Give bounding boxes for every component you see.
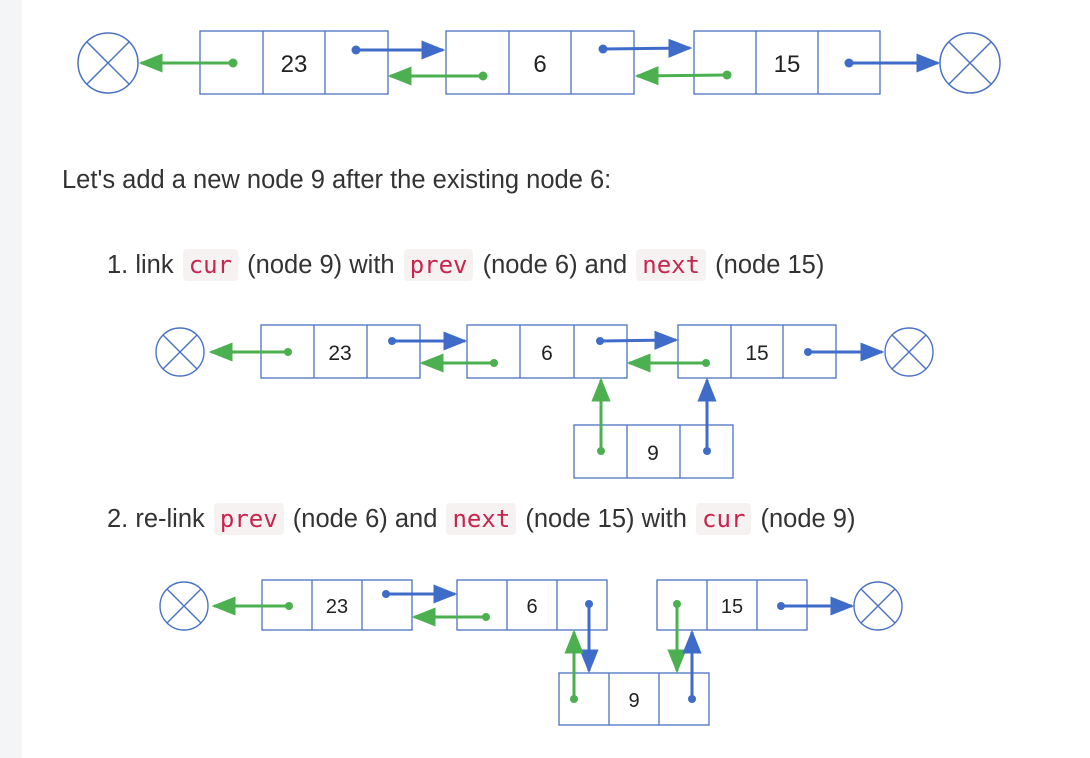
node-value-9: 9 <box>628 690 639 712</box>
code-prev: prev <box>403 249 474 281</box>
step-2-prev-note: (node 6) and <box>292 505 438 533</box>
code-next: next <box>446 503 517 535</box>
cur-next-pointer-arrow <box>697 377 717 455</box>
node-value-6: 6 <box>541 342 553 365</box>
node-value-15: 15 <box>774 51 801 78</box>
diagram-initial: 23 6 15 <box>77 30 1001 95</box>
new-node-9 <box>558 672 710 726</box>
prev-pointer-arrow <box>411 607 490 627</box>
prev-pointer-arrow <box>208 342 292 362</box>
prev-pointer-arrow <box>626 353 710 373</box>
node-value-15: 15 <box>721 596 743 618</box>
code-cur: cur <box>696 503 752 535</box>
next-pointer-arrow <box>351 40 446 60</box>
code-next: next <box>636 249 707 281</box>
next-pointer-arrow <box>804 342 885 362</box>
prev-pointer-arrow <box>634 66 732 86</box>
next-pointer-arrow <box>596 330 679 350</box>
step-2-number: 2. re-link <box>107 505 205 533</box>
diagram-step-1: 23 6 15 9 <box>155 324 934 479</box>
null-right-icon <box>884 327 934 377</box>
cur-prev-pointer-arrow <box>564 629 584 703</box>
node-value-23: 23 <box>281 51 308 78</box>
null-right-icon <box>939 32 1001 94</box>
next-pointer-arrow <box>777 596 855 616</box>
next-pointer-arrow <box>382 584 458 604</box>
cur-prev-pointer-arrow <box>591 377 611 455</box>
intro-text: Let's add a new node 9 after the existin… <box>62 166 612 194</box>
cur-next-pointer-arrow <box>682 629 702 703</box>
null-left-icon <box>77 32 139 94</box>
step-2-text: 2. re-link prev (node 6) and next (node … <box>107 503 856 535</box>
step-1-cur-note: (node 9) with <box>247 251 395 279</box>
step-1-prev-note: (node 6) and <box>482 251 628 279</box>
node-value-23: 23 <box>326 596 348 618</box>
prev-pointer-arrow <box>211 596 293 616</box>
null-left-icon <box>155 327 205 377</box>
step-2-cur-note: (node 9) <box>760 505 856 533</box>
step-1-next-note: (node 15) <box>715 251 825 279</box>
prev-pointer-arrow <box>387 66 488 86</box>
prev-to-cur-next-pointer-arrow <box>579 600 599 674</box>
null-right-icon <box>853 581 903 631</box>
prev-pointer-arrow <box>419 353 498 373</box>
next-pointer-arrow <box>598 38 693 58</box>
node-value-15: 15 <box>745 342 768 365</box>
node-6 <box>466 324 628 379</box>
step-2-next-note: (node 15) with <box>525 505 687 533</box>
next-pointer-arrow <box>844 53 941 73</box>
next-pointer-arrow <box>388 331 468 351</box>
next-to-cur-prev-pointer-arrow <box>667 600 687 674</box>
node-value-6: 6 <box>526 596 537 618</box>
code-cur: cur <box>182 249 239 281</box>
node-value-9: 9 <box>647 442 659 465</box>
new-node-9 <box>573 424 734 479</box>
code-prev: prev <box>213 503 284 535</box>
null-left-icon <box>159 581 209 631</box>
step-1-number: 1. link <box>107 251 174 279</box>
step-1-text: 1. link cur (node 9) with prev (node 6) … <box>107 249 825 281</box>
node-value-23: 23 <box>328 342 351 365</box>
node-value-6: 6 <box>533 51 546 78</box>
left-gutter <box>0 0 22 758</box>
node-6 <box>445 30 635 95</box>
node-6 <box>456 579 608 631</box>
diagram-step-2: 23 6 15 9 <box>159 579 903 726</box>
prev-pointer-arrow <box>138 53 238 73</box>
